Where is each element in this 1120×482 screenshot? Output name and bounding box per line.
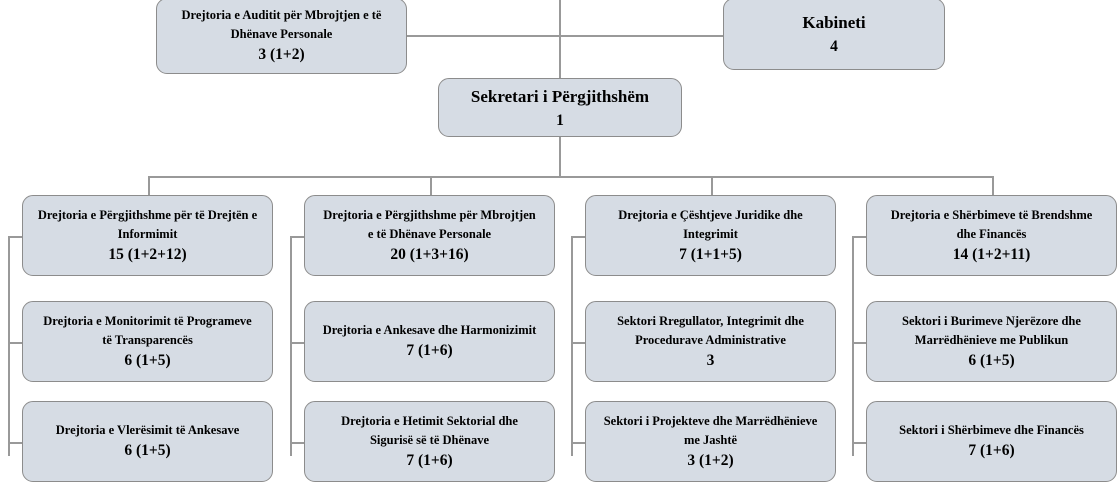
org-box-count: 1 (556, 111, 564, 129)
org-box-title: Drejtoria e Hetimit Sektorial dhe Siguri… (341, 413, 518, 447)
org-box-count: 15 (1+2+12) (108, 245, 187, 263)
connector-line (571, 236, 585, 238)
org-box-count: 7 (1+6) (968, 442, 1015, 459)
connector-line (430, 176, 432, 195)
org-box-title: Sektori i Burimeve Njerëzore dhe Marrëdh… (902, 313, 1081, 347)
connector-line (290, 442, 304, 444)
org-box-title: Drejtoria e Monitorimit të Programeve të… (43, 313, 252, 347)
org-box-title: Drejtoria e Auditit për Mbrojtjen e të D… (181, 8, 382, 41)
org-box: Drejtoria e Përgjithshme për Mbrojtjen e… (304, 195, 555, 276)
connector-line (8, 236, 22, 238)
org-box-count: 7 (1+6) (406, 451, 453, 469)
org-box-title: Drejtoria e Përgjithshme për të Drejtën … (37, 207, 258, 241)
org-box: Drejtoria e Përgjithshme për të Drejtën … (22, 195, 273, 276)
connector-line (148, 176, 150, 195)
org-box-title: Drejtoria e Ankesave dhe Harmonizimit (322, 323, 537, 337)
connector-line (290, 342, 304, 344)
connector-line (852, 342, 866, 344)
org-box-count: 7 (1+6) (406, 342, 453, 359)
connector-line (571, 342, 585, 344)
org-box-kabineti: Kabineti 4 (723, 0, 945, 70)
org-box-count: 3 (1+2) (258, 46, 305, 63)
org-box: Drejtoria e Ankesave dhe Harmonizimit 7 (… (304, 301, 555, 382)
org-box-title: Sektori i Shërbimeve dhe Financës (899, 423, 1084, 437)
connector-line (852, 442, 866, 444)
connector-line (852, 236, 866, 238)
org-box-title: Sekretari i Përgjithshëm (470, 86, 650, 106)
org-box: Sektori i Projekteve dhe Marrëdhënieve m… (585, 401, 836, 482)
org-box-title: Drejtoria e Çështjeve Juridike dhe Integ… (618, 207, 803, 241)
org-box: Sektori i Burimeve Njerëzore dhe Marrëdh… (866, 301, 1117, 382)
org-box-count: 6 (1+5) (968, 351, 1015, 369)
connector-line (290, 236, 304, 238)
org-box-count: 3 (1+2) (687, 451, 734, 469)
connector-line (8, 342, 22, 344)
org-box-title: Drejtoria e Vlerësimit të Ankesave (55, 423, 240, 437)
org-box-title: Sektori i Projekteve dhe Marrëdhënieve m… (603, 413, 818, 447)
org-box-title: Drejtoria e Përgjithshme për Mbrojtjen e… (323, 207, 536, 241)
connector-line (8, 442, 22, 444)
org-box-count: 4 (830, 38, 838, 55)
connector-line (571, 442, 585, 444)
org-box-title: Sektori Rregullator, Integrimit dhe Proc… (617, 313, 804, 347)
connector-line (290, 236, 292, 456)
connector-line (992, 176, 994, 195)
org-box-count: 6 (1+5) (124, 351, 171, 369)
connector-line (8, 236, 10, 456)
org-box-audit: Drejtoria e Auditit për Mbrojtjen e të D… (156, 0, 407, 74)
connector-line (148, 176, 992, 178)
org-box-title: Kabineti (802, 13, 866, 32)
org-box: Drejtoria e Vlerësimit të Ankesave 6 (1+5… (22, 401, 273, 482)
org-box-sekretari: Sekretari i Përgjithshëm 1 (438, 78, 682, 137)
connector-line (559, 137, 561, 176)
org-box-count: 14 (1+2+11) (952, 245, 1031, 263)
connector-line (852, 236, 854, 456)
org-box: Drejtoria e Çështjeve Juridike dhe Integ… (585, 195, 836, 276)
org-box: Sektori i Shërbimeve dhe Financës 7 (1+6) (866, 401, 1117, 482)
org-box-title: Drejtoria e Shërbimeve të Brendshme dhe … (890, 207, 1093, 241)
org-box: Drejtoria e Monitorimit të Programeve të… (22, 301, 273, 382)
org-box: Drejtoria e Hetimit Sektorial dhe Siguri… (304, 401, 555, 482)
org-box: Sektori Rregullator, Integrimit dhe Proc… (585, 301, 836, 382)
org-box-count: 3 (706, 351, 715, 369)
org-box-count: 7 (1+1+5) (679, 245, 742, 263)
org-box-count: 20 (1+3+16) (390, 245, 469, 263)
connector-line (407, 35, 723, 37)
connector-line (559, 0, 561, 78)
connector-line (571, 236, 573, 456)
org-box-count: 6 (1+5) (124, 442, 171, 459)
connector-line (711, 176, 713, 195)
org-box: Drejtoria e Shërbimeve të Brendshme dhe … (866, 195, 1117, 276)
